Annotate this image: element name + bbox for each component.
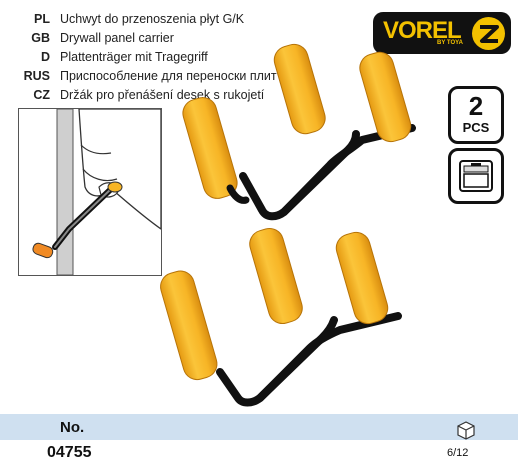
description-text: Plattenträger mit Tragegriff [60, 50, 208, 64]
brand-logo: VOREL BY TOYA [373, 12, 511, 54]
description-text: Uchwyt do przenoszenia płyt G/K [60, 12, 245, 26]
description-row-gb: GB Drywall panel carrier [14, 31, 374, 50]
description-text: Držák pro přenášení desek s rukojetí [60, 88, 265, 102]
brand-tagline: BY TOYA [437, 40, 463, 46]
quantity-unit: PCS [462, 120, 490, 135]
description-row-d: D Plattenträger mit Tragegriff [14, 50, 374, 69]
description-list: PL Uchwyt do przenoszenia płyt G/K GB Dr… [14, 12, 374, 107]
product-code: 04755 [47, 444, 92, 461]
description-row-pl: PL Uchwyt do przenoszenia płyt G/K [14, 12, 374, 31]
usage-illustration [18, 108, 162, 276]
language-code: D [40, 50, 50, 64]
description-row-rus: RUS Приспособление для переноски плит [14, 69, 374, 88]
packaging-box-icon [448, 148, 504, 204]
footer-band [0, 414, 518, 440]
quantity-badge: 2 PCS [448, 86, 504, 144]
description-text: Приспособление для переноски плит [60, 69, 277, 83]
language-code: RUS [23, 69, 50, 83]
pack-quantity: 6/12 [447, 447, 469, 459]
carrier-frame-bottom [160, 227, 402, 407]
description-text: Drywall panel carrier [60, 31, 174, 45]
language-code: PL [34, 12, 50, 26]
language-code: CZ [33, 88, 50, 102]
brand-name: VOREL [383, 17, 462, 44]
language-code: GB [31, 31, 50, 45]
carrier-frame-top [182, 43, 416, 221]
description-row-cz: CZ Držák pro přenášení desek s rukojetí [14, 88, 374, 107]
product-footer: No. 04755 6/12 [0, 414, 518, 471]
quantity-number: 2 [468, 91, 484, 121]
brand-emblem-icon [472, 17, 505, 50]
number-label: No. [60, 419, 85, 436]
product-image [160, 43, 416, 407]
box-cube-icon [457, 421, 475, 440]
